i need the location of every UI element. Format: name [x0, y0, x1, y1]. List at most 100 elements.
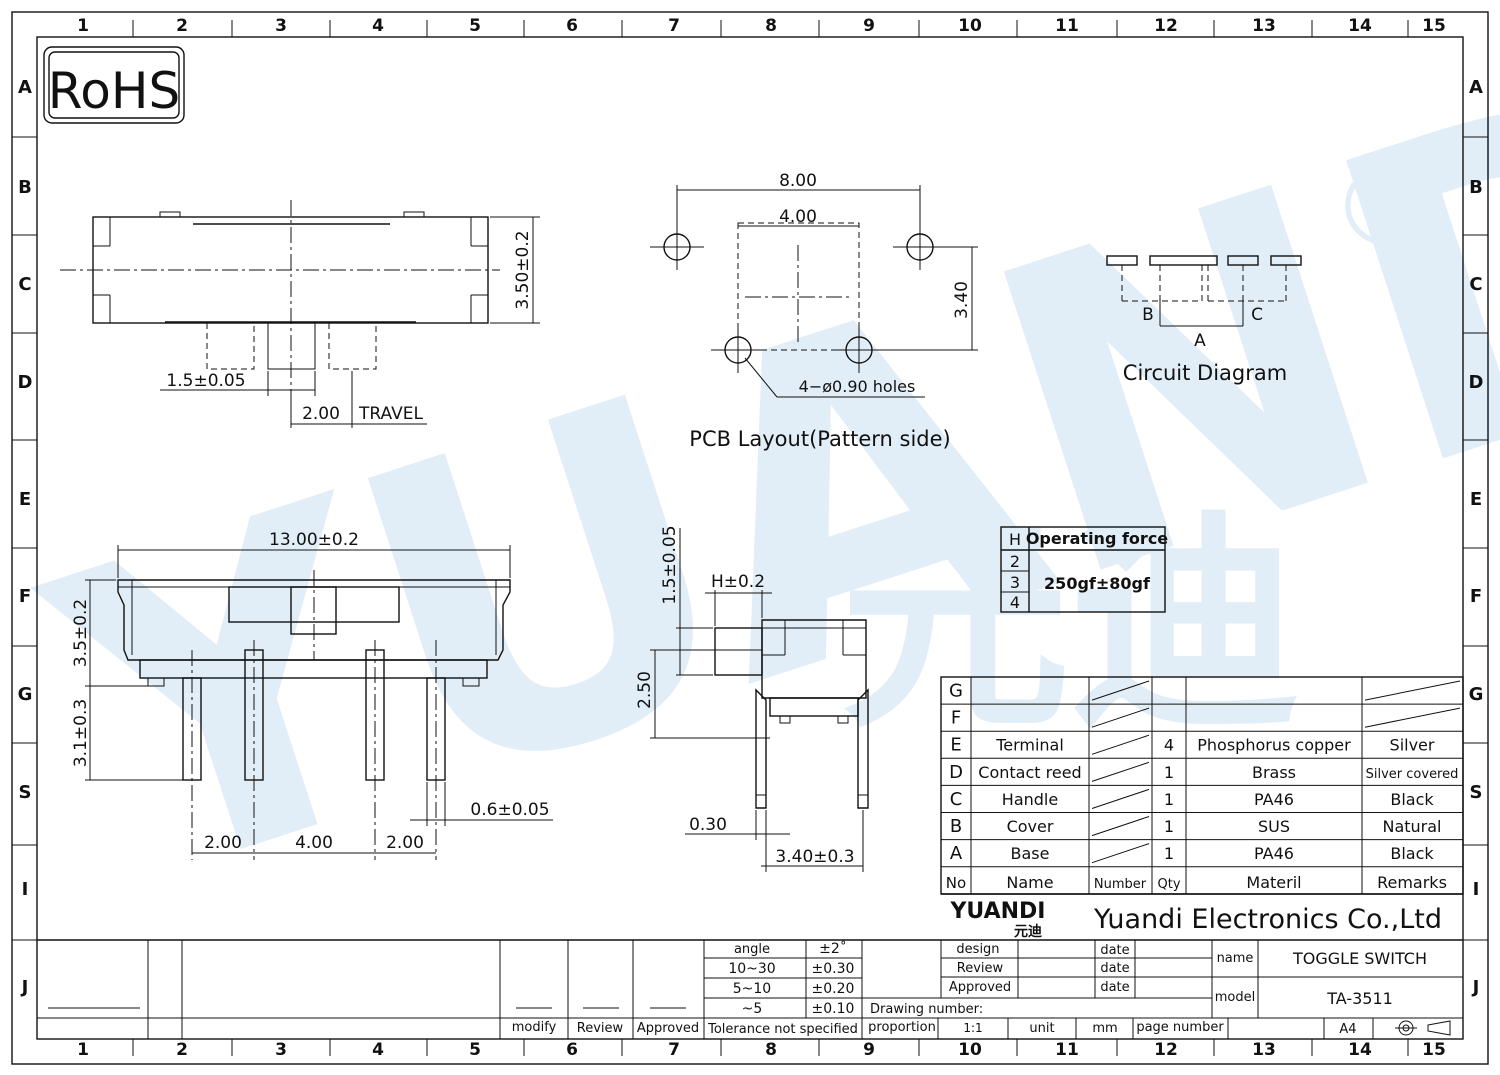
frame-col-bottom-14: 14: [1348, 1040, 1372, 1060]
pcb-title: PCB Layout(Pattern side): [689, 427, 950, 451]
frame-col-bottom-13: 13: [1252, 1040, 1276, 1060]
front-view: 13.00±0.2 3.5±0.2 3.1±0.3 2.00 4.00 2.00…: [71, 530, 553, 860]
frame-col-bottom-6: 6: [566, 1040, 578, 1060]
bom-row-qty: 1: [1164, 844, 1174, 863]
bom-row-qty: 1: [1164, 763, 1174, 782]
bom-row-remark: Black: [1390, 790, 1434, 809]
bom-row-id: D: [949, 762, 963, 783]
tol-value: ±0.10: [812, 1001, 855, 1017]
dim-side-handle: 1.5±0.05: [660, 525, 680, 604]
tol-value: ±2˚: [819, 940, 847, 957]
frame-col-top-8: 8: [765, 16, 777, 36]
tb-approved-2: Approved: [637, 1021, 699, 1036]
tb-date-3: date: [1100, 980, 1129, 995]
tb-drawing-number: Drawing number:: [870, 1002, 983, 1017]
side-view: 1.5±0.05 H±0.2 2.50 0.30 3.40±0.3: [635, 525, 869, 872]
frame-col-top-6: 6: [566, 16, 578, 36]
tb-unit-value: mm: [1092, 1021, 1117, 1036]
frame-col-bottom-10: 10: [958, 1040, 982, 1060]
frame-col-bottom-9: 9: [863, 1040, 875, 1060]
tb-date-1: date: [1100, 943, 1129, 958]
frame-col-top-14: 14: [1348, 16, 1372, 36]
frame-col-top-7: 7: [668, 16, 680, 36]
watermark-reg: ®: [1330, 143, 1440, 271]
dim-front-pitch-3: 2.00: [386, 833, 424, 853]
dim-top-height: 3.50±0.2: [513, 230, 533, 309]
bom-row-qty: 1: [1164, 790, 1174, 809]
frame-row-right-S: S: [1470, 782, 1483, 803]
pcb-layout: 8.00 4.00 3.40 4−ø0.90 holes PCB Layout(…: [650, 171, 978, 451]
bom-row-material: Brass: [1252, 763, 1296, 782]
frame-col-bottom-3: 3: [275, 1040, 287, 1060]
tb-proportion: proportion: [868, 1020, 936, 1035]
frame-col-top-3: 3: [275, 16, 287, 36]
frame-col-top-2: 2: [176, 16, 188, 36]
frame-col-bottom-1: 1: [77, 1040, 89, 1060]
frame-row-left-I: I: [22, 879, 29, 900]
bom-row-qty: 4: [1164, 736, 1174, 755]
dim-pcb-vert: 3.40: [952, 281, 972, 319]
bom-row-material: Phosphorus copper: [1197, 736, 1351, 755]
frame-col-top-10: 10: [958, 16, 982, 36]
label-travel: TRAVEL: [358, 404, 423, 424]
tol-range: ~5: [742, 1001, 763, 1017]
projection-symbol-icon: [1395, 1020, 1451, 1036]
tb-tolerance: Tolerance not specified: [707, 1022, 858, 1037]
dim-pcb-inner: 4.00: [779, 207, 817, 227]
tb-review-2: Review: [577, 1021, 624, 1036]
frame-col-bottom-5: 5: [469, 1040, 481, 1060]
bom-row-qty: 1: [1164, 817, 1174, 836]
frame-row-left-G: G: [18, 684, 33, 705]
tol-value: ±0.30: [812, 961, 855, 977]
company-block: YUANDI 元迪 Yuandi Electronics Co.,Ltd: [941, 893, 1463, 940]
tb-proportion-value: 1:1: [963, 1021, 982, 1035]
frame-row-right-B: B: [1469, 177, 1483, 198]
frame-col-top-15: 15: [1422, 16, 1446, 36]
rohs-label: RoHS: [48, 62, 180, 120]
bom-row-id: C: [950, 789, 963, 810]
tol-range: angle: [734, 942, 770, 957]
tb-paper: A4: [1339, 1022, 1356, 1037]
frame-col-top-9: 9: [863, 16, 875, 36]
inner-border: [36, 36, 1464, 1040]
tb-unit: unit: [1029, 1021, 1054, 1036]
force-row-3: 4: [1010, 593, 1020, 612]
bom-row-name: Contact reed: [978, 763, 1081, 782]
frame-col-top-5: 5: [469, 16, 481, 36]
frame-row-right-A: A: [1469, 77, 1483, 98]
frame-col-bottom-12: 12: [1154, 1040, 1178, 1060]
outer-border: [11, 11, 1489, 1065]
circuit-label-c: C: [1251, 305, 1263, 325]
frame-row-right-C: C: [1469, 274, 1482, 295]
frame-col-top-1: 1: [77, 16, 89, 36]
frame-row-left-E: E: [19, 489, 31, 510]
frame-col-bottom-11: 11: [1055, 1040, 1079, 1060]
bom-row-remark: Black: [1390, 844, 1434, 863]
dim-front-body-height: 3.5±0.2: [71, 599, 91, 667]
frame-row-left-B: B: [18, 177, 32, 198]
bom-header-number: Number: [1094, 877, 1147, 892]
bom-row-id: G: [949, 681, 963, 702]
tol-value: ±0.20: [812, 981, 855, 997]
circuit-diagram: B A C Circuit Diagram: [1106, 255, 1302, 385]
circuit-title: Circuit Diagram: [1123, 361, 1287, 385]
top-view: 3.50±0.2 1.5±0.05 2.00 TRAVEL: [60, 200, 540, 428]
frame-col-top-12: 12: [1154, 16, 1178, 36]
bom-row-id: E: [950, 735, 961, 756]
bom-row-name: Base: [1011, 844, 1050, 863]
tb-modify: modify: [512, 1020, 557, 1035]
frame-col-top-11: 11: [1055, 16, 1079, 36]
dim-top-pin: 1.5±0.05: [166, 371, 245, 391]
tb-date-2: date: [1100, 961, 1129, 976]
frame-col-top-4: 4: [372, 16, 384, 36]
bom-row-id: B: [950, 816, 962, 837]
rohs-badge: RoHS: [43, 46, 185, 124]
frame-col-bottom-8: 8: [765, 1040, 777, 1060]
bom-header-name: Name: [1006, 873, 1053, 892]
circuit-label-a: A: [1194, 331, 1206, 351]
force-row-1: 2: [1010, 552, 1020, 571]
tb-model-value: TA-3511: [1326, 989, 1393, 1008]
dim-side-340: 3.40±0.3: [775, 847, 854, 867]
